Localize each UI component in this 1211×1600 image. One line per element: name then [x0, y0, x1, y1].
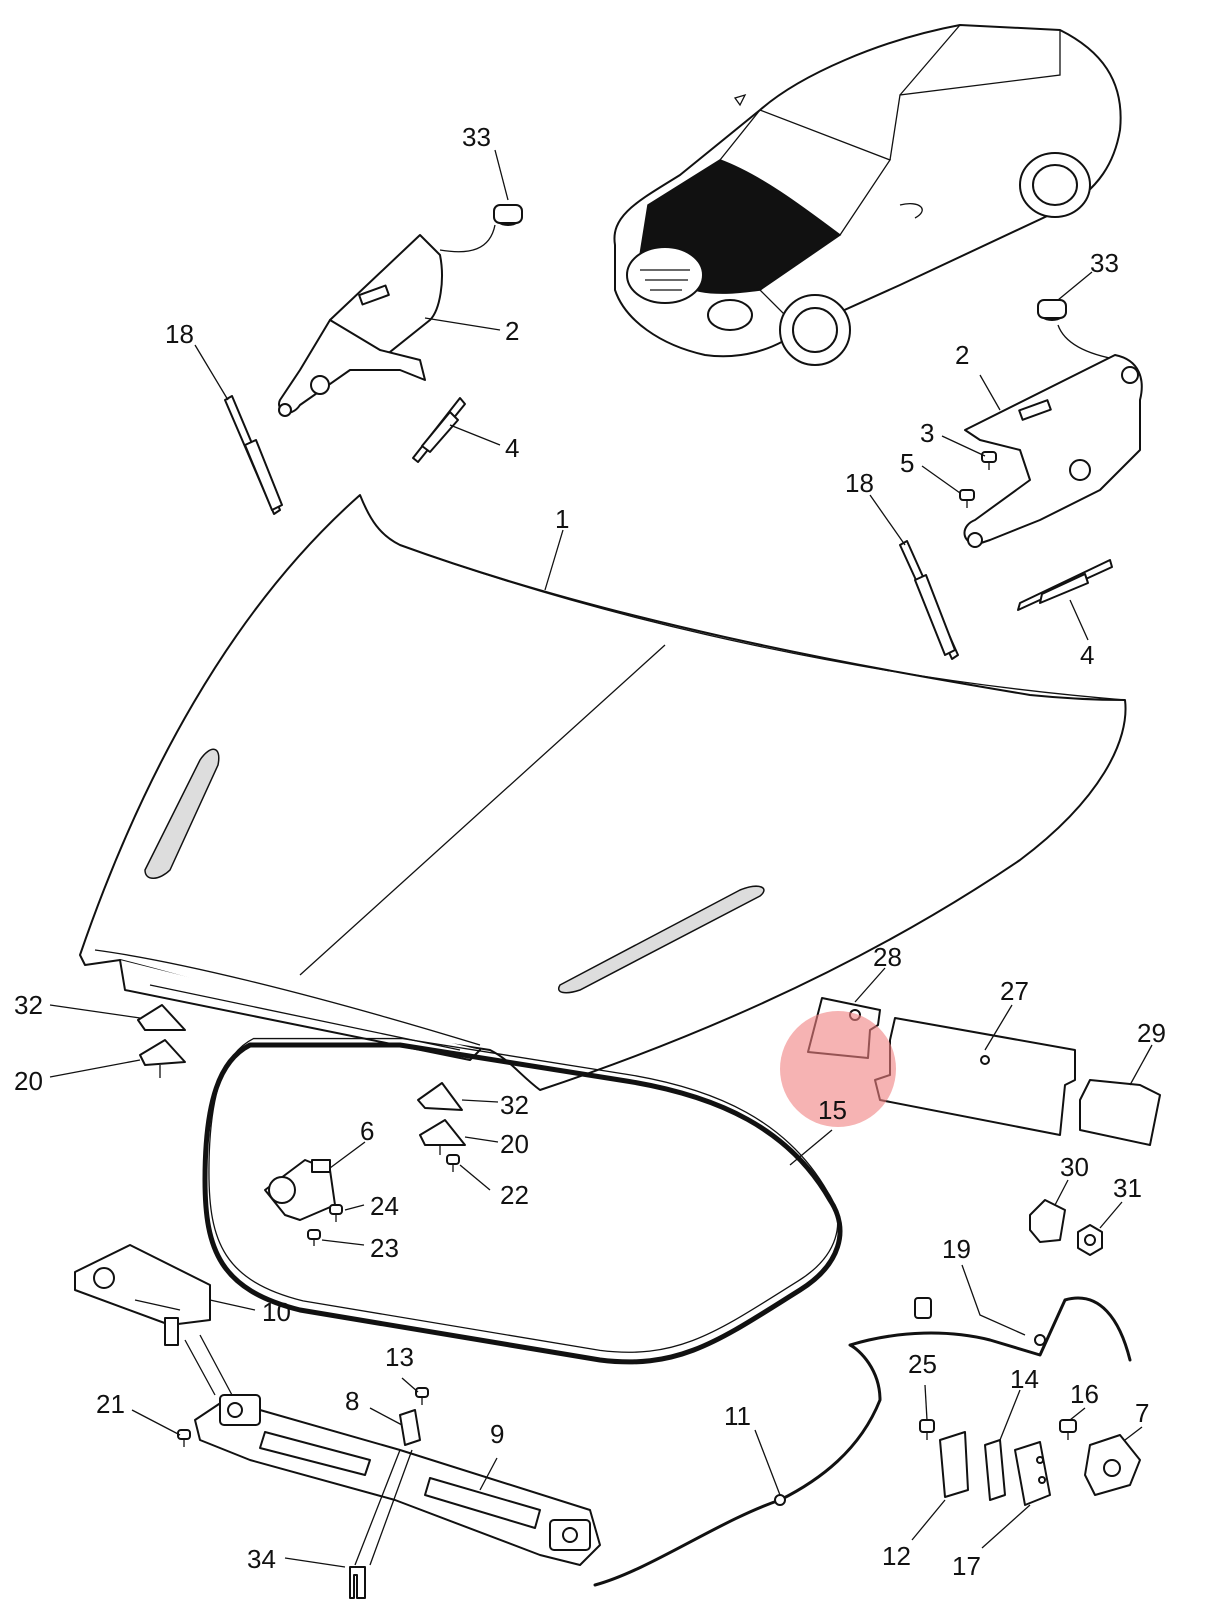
screw-22 [446, 1154, 460, 1172]
right-strut-4 [1017, 559, 1113, 611]
callout-25: 25 [908, 1349, 937, 1379]
callout-32-left: 32 [14, 990, 43, 1020]
callout-31: 31 [1113, 1173, 1142, 1203]
callout-24: 24 [370, 1191, 399, 1221]
actuator-7 [1084, 1434, 1141, 1496]
latch-bracket-10 [74, 1244, 211, 1346]
screw-13 [415, 1387, 429, 1405]
callout-28: 28 [873, 942, 902, 972]
callout-32-right: 32 [500, 1090, 529, 1120]
callout-21: 21 [96, 1389, 125, 1419]
callout-23: 23 [370, 1233, 399, 1263]
callout-4-left: 4 [505, 433, 519, 463]
callout-10: 10 [262, 1297, 291, 1327]
left-gas-strut-18 [224, 395, 283, 515]
highlight-marker [780, 1011, 896, 1127]
callout-9: 9 [490, 1419, 504, 1449]
bracket-12 [939, 1431, 969, 1498]
callout-20-right: 20 [500, 1129, 529, 1159]
callout-13: 13 [385, 1342, 414, 1372]
callout-5: 5 [900, 448, 914, 478]
hood-seal [202, 1042, 843, 1365]
callout-1: 1 [555, 504, 569, 534]
pad-32-left [137, 1004, 186, 1031]
callout-33-right: 33 [1090, 248, 1119, 278]
screw-5 [959, 489, 975, 508]
bracket-20-right [419, 1119, 466, 1155]
screw-3 [981, 451, 997, 470]
callout-6: 6 [360, 1116, 374, 1146]
screw-21 [177, 1429, 191, 1447]
screw-23 [307, 1229, 321, 1246]
callout-7: 7 [1135, 1398, 1149, 1428]
clip-11 [774, 1494, 786, 1506]
callout-2-left: 2 [505, 316, 519, 346]
callout-16: 16 [1070, 1379, 1099, 1409]
clip-30 [1029, 1199, 1066, 1243]
hood-panel [79, 494, 1127, 1091]
callout-34: 34 [247, 1544, 276, 1574]
striker-6 [264, 1159, 336, 1221]
bracket-8 [399, 1409, 421, 1446]
callout-14: 14 [1010, 1364, 1039, 1394]
left-strut-4 [412, 397, 466, 463]
bracket-17 [1014, 1441, 1051, 1506]
right-gas-strut-18 [899, 540, 959, 660]
callout-8: 8 [345, 1386, 359, 1416]
callout-2-right: 2 [955, 340, 969, 370]
right-hinge [963, 299, 1143, 548]
left-hinge [278, 204, 523, 417]
callout-20-left: 20 [14, 1066, 43, 1096]
screw-16 [1059, 1419, 1077, 1440]
callout-15: 15 [818, 1095, 847, 1125]
sensor-14 [984, 1439, 1006, 1501]
insulation-27 [874, 1017, 1076, 1136]
cable-19 [593, 1296, 1132, 1587]
leader-lines [49, 149, 1153, 1568]
callout-3: 3 [920, 418, 934, 448]
callout-19: 19 [942, 1234, 971, 1264]
callout-12: 12 [882, 1541, 911, 1571]
callout-18-right: 18 [845, 468, 874, 498]
callout-33-left: 33 [462, 122, 491, 152]
pad-32-right [417, 1082, 463, 1111]
callout-30: 30 [1060, 1152, 1089, 1182]
bracket-20-left [139, 1039, 186, 1078]
crossmember-9 [194, 1394, 601, 1566]
callout-labels: 33 2 18 4 33 2 3 5 18 4 1 28 27 29 15 32… [14, 122, 1166, 1581]
nut-31 [1077, 1224, 1103, 1256]
callout-4-right: 4 [1080, 640, 1094, 670]
clip-34 [349, 1566, 366, 1599]
car-illustration [613, 24, 1122, 366]
screw-24 [329, 1204, 343, 1222]
callout-11: 11 [724, 1401, 751, 1431]
screw-25 [919, 1419, 935, 1440]
callout-18-left: 18 [165, 319, 194, 349]
insulation-29 [1079, 1079, 1161, 1146]
callout-22: 22 [500, 1180, 529, 1210]
callout-17: 17 [952, 1551, 981, 1581]
callout-29: 29 [1137, 1018, 1166, 1048]
callout-27: 27 [1000, 976, 1029, 1006]
